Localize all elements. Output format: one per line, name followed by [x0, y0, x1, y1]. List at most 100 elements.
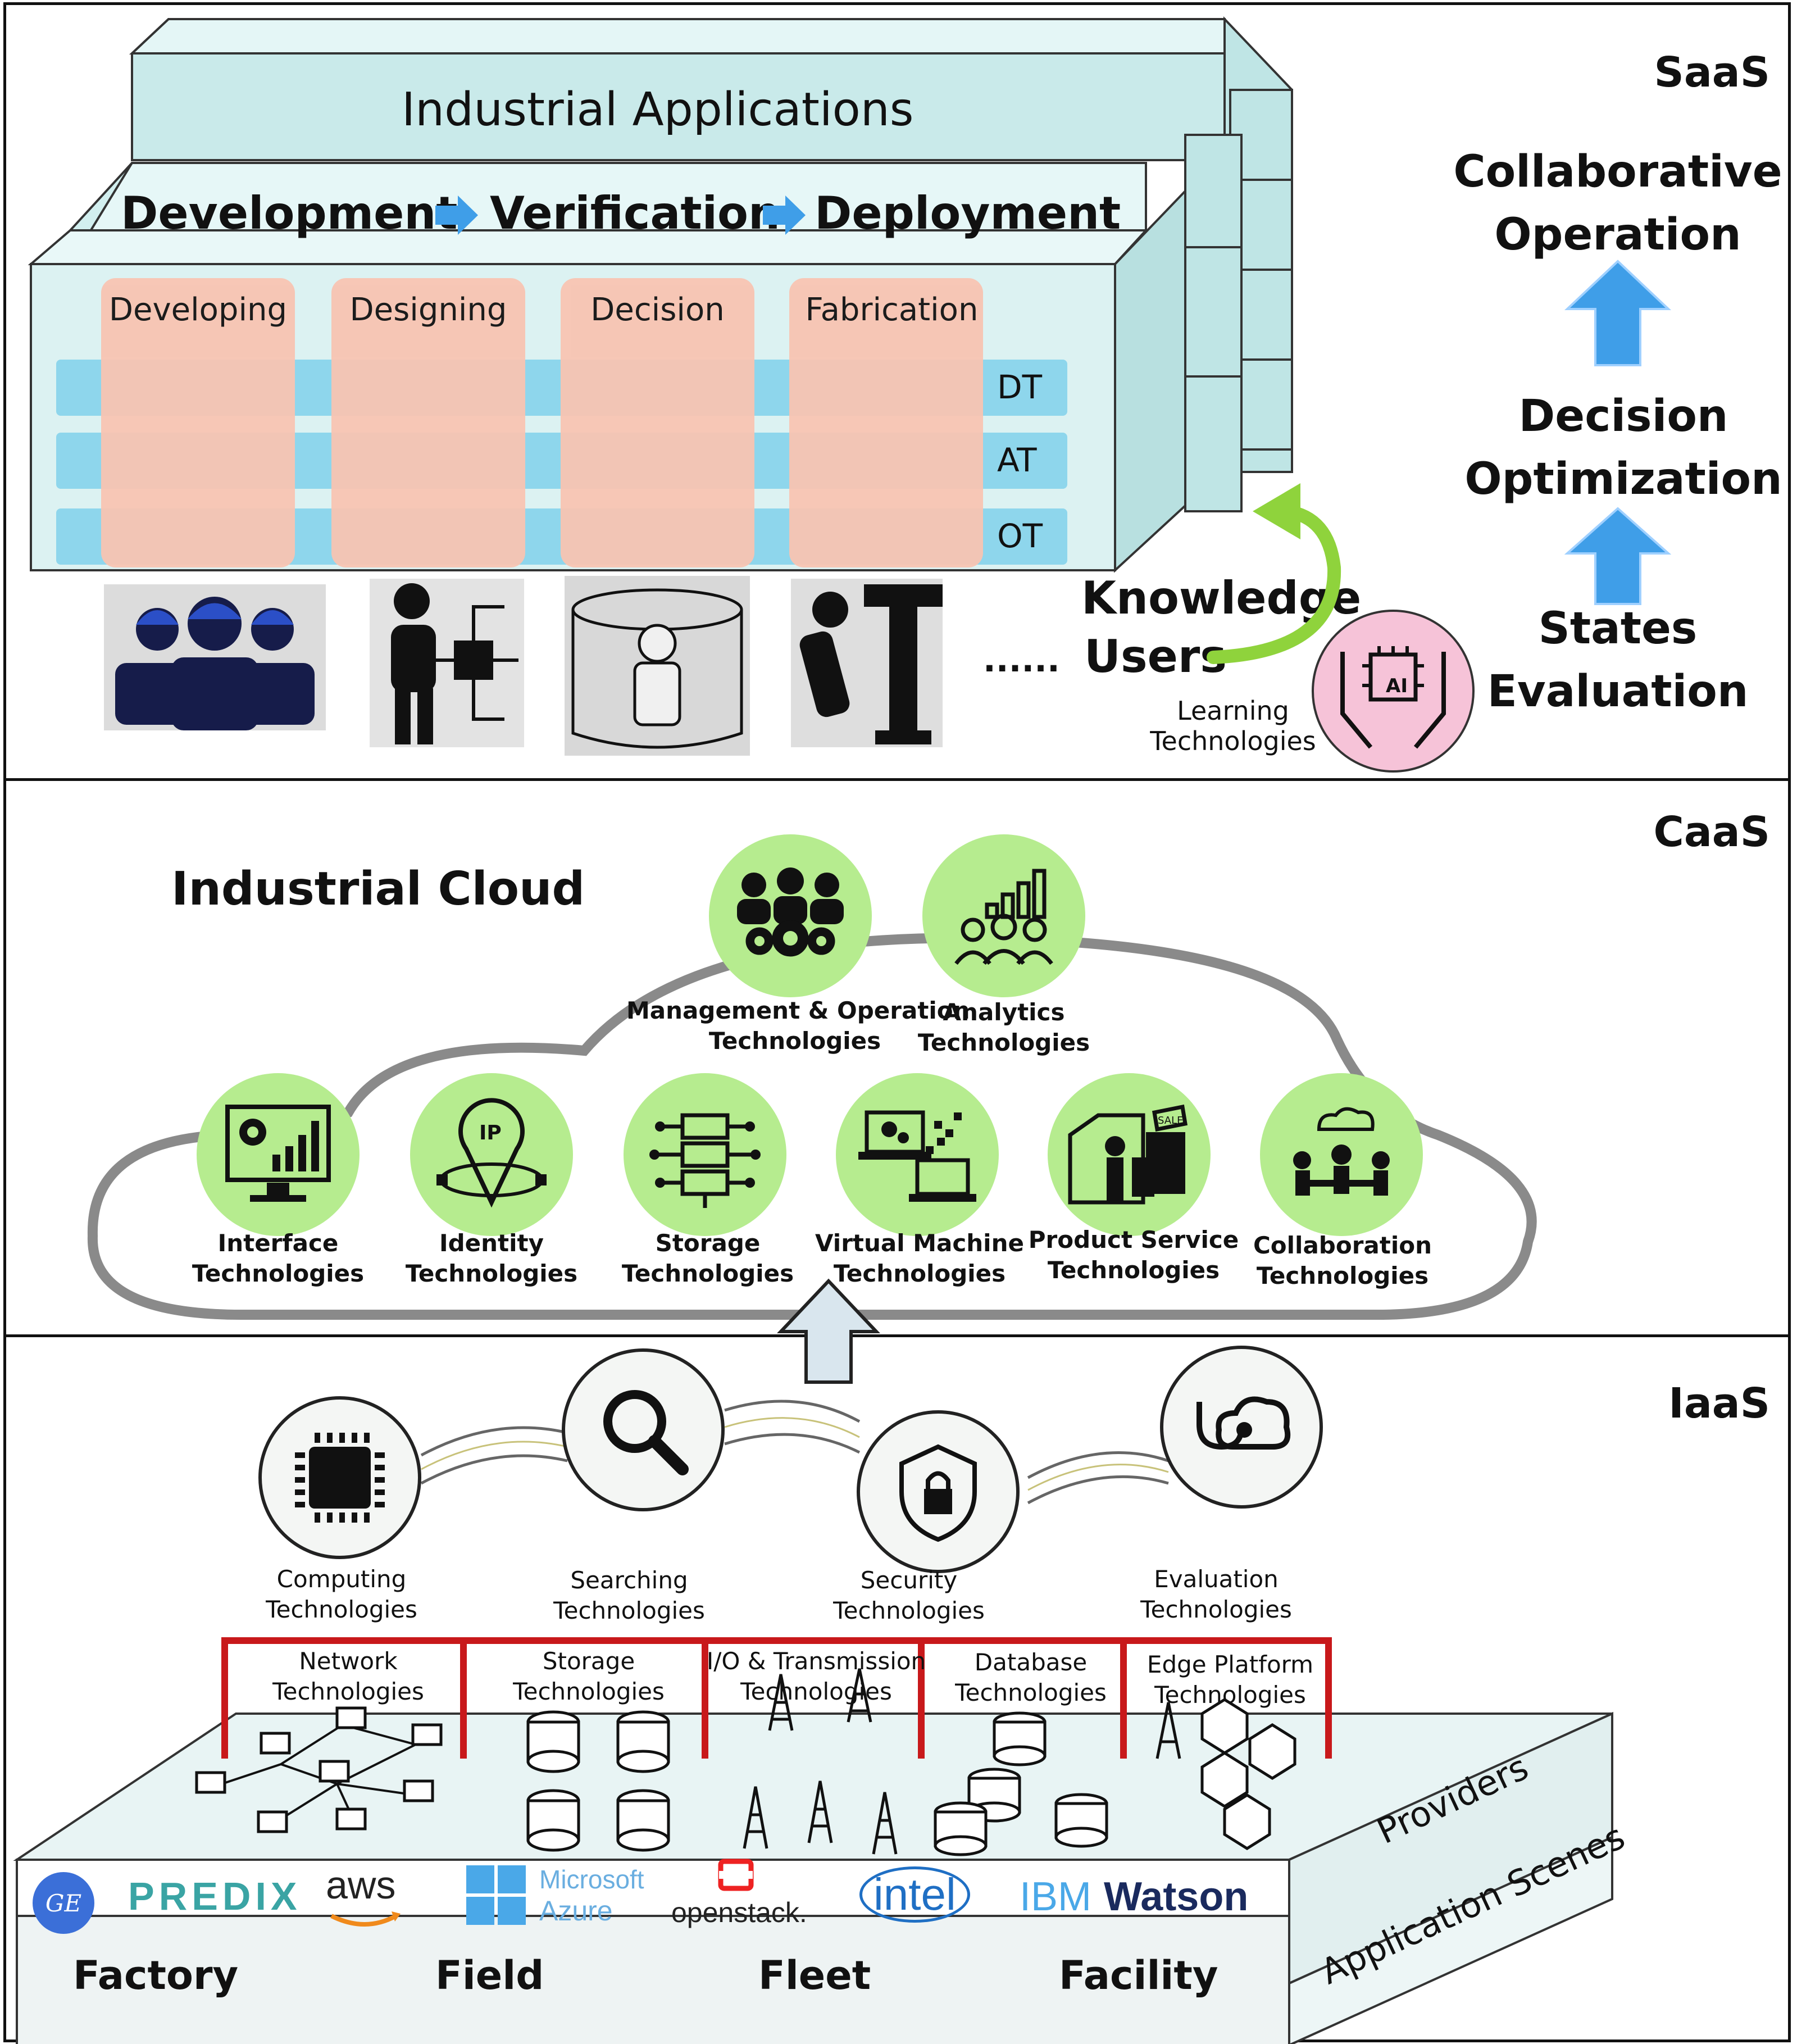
- cap-line-2: Technologies: [708, 1027, 881, 1055]
- product-service-circle: SALE: [1048, 1073, 1211, 1236]
- database-cylinders-icon: [934, 1711, 1108, 1856]
- pipeline-verification: Verification: [490, 187, 780, 239]
- cap-line-2: Technologies: [833, 1260, 1006, 1287]
- caas-layer-label: CaaS: [1653, 808, 1770, 856]
- cap-line-2: Technologies: [1140, 1596, 1292, 1623]
- collaboration-circle: [1260, 1073, 1423, 1236]
- platform-slab: [13, 1637, 1613, 2044]
- cap-line-1: Evaluation: [1154, 1565, 1279, 1593]
- interface-circle: [197, 1073, 360, 1236]
- azure-logo-line1: Microsoft: [539, 1865, 644, 1894]
- predix-logo: PREDIX: [128, 1874, 302, 1918]
- watson-logo: Watson: [1104, 1874, 1249, 1919]
- cap-line-1: Interface: [217, 1229, 339, 1257]
- openstack-logo-icon: [718, 1859, 754, 1891]
- learning-line-1: Learning: [1177, 696, 1289, 726]
- cap-line-1: Searching: [570, 1566, 688, 1594]
- database-tech-label: Database Technologies: [918, 1647, 1143, 1708]
- industrial-cloud-title: Industrial Cloud: [171, 862, 585, 916]
- interface-label: Interface Technologies: [166, 1228, 390, 1289]
- ge-logo-text: GE: [45, 1889, 82, 1917]
- cap-line-1: Storage: [655, 1229, 761, 1257]
- scene-factory: Factory: [73, 1952, 239, 1998]
- io-transmission-tech-label: I/O & Transmission Technologies: [704, 1646, 929, 1707]
- cap-line-2: Technologies: [740, 1678, 892, 1705]
- network-computers-icon: [213, 1724, 416, 1827]
- identity-label: Identity Technologies: [379, 1228, 604, 1289]
- ai-badge-text: AI: [1386, 675, 1408, 697]
- monitor-chart-icon: [225, 1105, 331, 1202]
- pipeline-development: Development: [121, 187, 458, 239]
- storage-disks-icon: [526, 1710, 670, 1852]
- learning-line-2: Technologies: [1150, 726, 1316, 756]
- openstack-logo: openstack.: [671, 1897, 807, 1928]
- analytics-circle: [922, 834, 1085, 997]
- virtual-machine-label: Virtual Machine Technologies: [807, 1228, 1032, 1289]
- cap-line-2: Technologies: [266, 1596, 417, 1623]
- chain-line-1: States: [1538, 603, 1698, 654]
- collaborative-operation-label: Collaborative Operation: [1449, 140, 1786, 266]
- stage-designing: Designing: [331, 278, 525, 567]
- iaas-layer-label: IaaS: [1668, 1379, 1770, 1428]
- vr-worker-icon: [565, 576, 750, 756]
- pipeline-deployment: Deployment: [815, 187, 1121, 239]
- cap-line-1: Management & Operation: [626, 997, 970, 1024]
- cap-line-2: Technologies: [192, 1260, 365, 1287]
- stage-label: Fabrication: [805, 292, 979, 328]
- scene-facility: Facility: [1059, 1952, 1218, 1998]
- identity-circle: IP: [410, 1073, 573, 1236]
- cap-line-1: Security: [860, 1566, 958, 1594]
- searching-circle: [562, 1348, 725, 1511]
- analytics-label: Analytics Technologies: [891, 997, 1116, 1058]
- scene-fleet: Fleet: [758, 1952, 871, 1998]
- management-operation-label: Management & Operation Technologies: [626, 996, 970, 1056]
- cap-line-1: Identity: [439, 1229, 544, 1257]
- computing-label: Computing Technologies: [229, 1564, 454, 1625]
- connector-lines: [420, 1400, 1169, 1505]
- chip-icon: [295, 1433, 385, 1523]
- chain-line-1: Collaborative: [1453, 147, 1782, 197]
- analytics-people-icon: [954, 869, 1053, 965]
- network-tech-label: Network Technologies: [236, 1646, 461, 1707]
- searching-label: Searching Technologies: [517, 1565, 741, 1626]
- arrow-up-icon: [1564, 507, 1672, 605]
- cap-line-1: Computing: [276, 1565, 407, 1593]
- aws-logo: aws: [326, 1863, 396, 1907]
- industrial-applications-title: Industrial Applications: [402, 83, 914, 137]
- storage-circle: [624, 1073, 786, 1236]
- machine-operator-icon: [791, 579, 943, 747]
- engineer-circuit-icon: [370, 579, 524, 747]
- states-evaluation-label: States Evaluation: [1449, 597, 1786, 723]
- cap-line-2: Technologies: [405, 1260, 578, 1287]
- chain-line-2: Optimization: [1464, 454, 1782, 505]
- cap-line-2: Technologies: [621, 1260, 794, 1287]
- storage-tech-label: Storage Technologies: [476, 1646, 701, 1707]
- svg-text:IP: IP: [479, 1121, 502, 1144]
- collaboration-label: Collaboration Technologies: [1230, 1230, 1455, 1291]
- stage-decision: Decision: [561, 278, 754, 567]
- row-label-ot: OT: [997, 517, 1043, 555]
- transmission-towers-icon: [743, 1668, 898, 1855]
- cap-line-1: I/O & Transmission: [706, 1647, 926, 1675]
- row-label-dt: DT: [997, 368, 1043, 406]
- cap-line-1: Product Service: [1028, 1226, 1239, 1253]
- cap-line-2: Technologies: [513, 1678, 665, 1705]
- ai-hands-icon: AI: [1312, 610, 1475, 773]
- chain-line-2: Operation: [1494, 210, 1741, 260]
- intel-logo: intel: [859, 1866, 970, 1923]
- cap-line-2: Technologies: [1047, 1256, 1220, 1284]
- cap-line-2: Technologies: [955, 1679, 1107, 1706]
- users-label: Users: [1084, 630, 1227, 683]
- security-label: Security Technologies: [797, 1565, 1021, 1626]
- product-service-label: Product Service Technologies: [1021, 1225, 1246, 1286]
- cap-line-2: Technologies: [917, 1029, 1090, 1056]
- evaluation-circle: [1160, 1346, 1323, 1509]
- cap-line-2: Technologies: [272, 1678, 424, 1705]
- meeting-icon: [1293, 1107, 1390, 1196]
- shield-lock-icon: [899, 1444, 977, 1542]
- computing-circle: [258, 1396, 421, 1559]
- arrow-right-icon: [763, 196, 806, 235]
- cap-line-1: Collaboration: [1253, 1232, 1432, 1259]
- ge-logo: GE: [33, 1872, 94, 1934]
- storage-label: Storage Technologies: [595, 1228, 820, 1289]
